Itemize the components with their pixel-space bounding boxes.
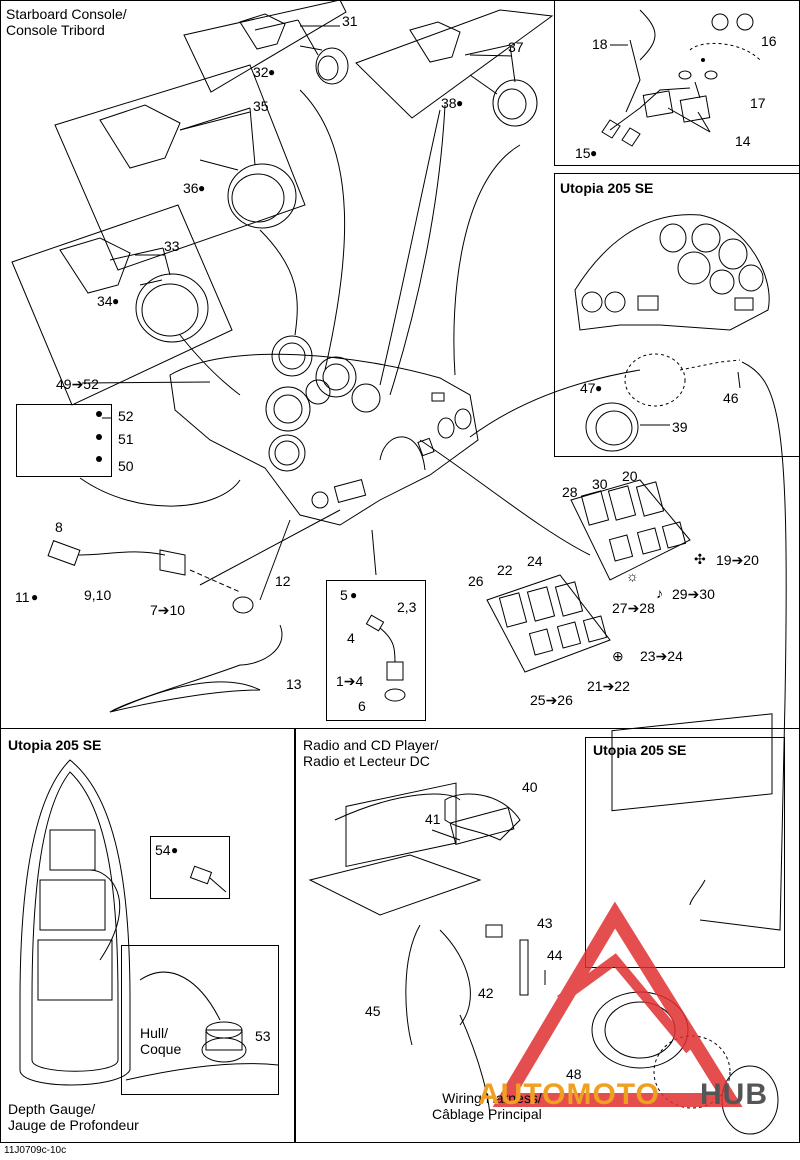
callout-24: 24 [527,553,543,569]
hull-label: Hull/ Coque [140,1025,181,1057]
bilge-icon: ⊕ [612,648,624,664]
callout-54: 54 [155,842,171,858]
gauge-35-panel [54,64,306,271]
drop-icon: ● [590,146,598,160]
callout-39: 39 [672,419,688,435]
callout-35: 35 [253,98,269,114]
callout-26: 26 [468,573,484,589]
callout-30: 30 [592,476,608,492]
fan-icon: ✣ [694,551,706,567]
wiring-harness-label-line1: Wiring Harness/ [442,1090,542,1106]
drop-icon: ● [171,843,179,857]
hull-box [121,945,279,1095]
drop-icon: ● [350,588,358,602]
header-title: Starboard Console/ Console Tribord [6,6,127,38]
hull-label-line1: Hull/ [140,1025,169,1041]
callout-21-22: 21➔22 [587,678,630,694]
callout-37: 37 [508,39,524,55]
callout-2-3: 2,3 [397,599,417,615]
callout-28: 28 [562,484,578,500]
drop-icon: ● [198,181,206,195]
callout-42: 42 [478,985,494,1001]
callout-12: 12 [275,573,291,589]
callout-51: 51 [118,431,134,447]
header-title-line1: Starboard Console/ [6,6,127,22]
callout-50: 50 [118,458,134,474]
callout-7-10: 7➔10 [150,602,186,618]
callout-41: 41 [425,811,441,827]
gauge-37-panel [355,9,554,119]
utopia-bottom-left-label: Utopia 205 SE [8,737,102,753]
callout-19-20: 19➔20 [716,552,759,568]
callout-49-52: 49➔52 [56,376,99,392]
callout-23-24: 23➔24 [640,648,683,664]
callout-17: 17 [750,95,766,111]
wiring-harness-label: Wiring Harness/ Câblage Principal [432,1090,542,1122]
radio-title-line2: Radio et Lecteur DC [303,753,430,769]
drawing-code: 11J0709c-10c [4,1145,67,1156]
callout-22: 22 [497,562,513,578]
callout-40: 40 [522,779,538,795]
depth-gauge-label: Depth Gauge/ Jauge de Profondeur [8,1101,139,1133]
gauge-31-panel [183,0,347,93]
music-icon: ♪ [656,585,663,601]
callout-5: 5 [340,587,348,603]
callout-27-28: 27➔28 [612,600,655,616]
depth-gauge-label-line1: Depth Gauge/ [8,1101,96,1117]
ignition-box [326,580,426,721]
callout-44: 44 [547,947,563,963]
callout-15: 15 [575,145,591,161]
gauge-33-panel [11,204,233,406]
wiring-harness-label-line2: Câblage Principal [432,1106,542,1122]
hull-label-line2: Coque [140,1041,182,1057]
callout-9-10: 9,10 [84,587,112,603]
utopia-top-label: Utopia 205 SE [560,180,654,196]
callout-11: 11 [15,589,30,605]
watermark-triangle [492,901,743,1107]
drop-icon: ● [112,294,120,308]
callout-53: 53 [255,1028,271,1044]
callout-52: 52 [118,408,134,424]
callout-38: 38 [441,95,457,111]
callout-36: 36 [183,180,199,196]
callout-48: 48 [566,1066,582,1082]
callout-43: 43 [537,915,553,931]
drop-icon: ● [31,590,39,604]
radio-title: Radio and CD Player/ Radio et Lecteur DC [303,737,438,769]
watermark-text-a: AUTOMOTO [478,1078,660,1111]
callout-16: 16 [761,33,777,49]
callout-20: 20 [622,468,638,484]
depth-sensor-box [150,836,230,899]
callout-45: 45 [365,1003,381,1019]
callout-1-4: 1➔4 [336,673,364,689]
drop-icon: ● [268,65,276,79]
callout-34: 34 [97,293,113,309]
callout-46: 46 [723,390,739,406]
callout-29-30: 29➔30 [672,586,715,602]
callout-32: 32 [253,64,269,80]
utopia-radio-box [585,737,785,968]
bottom-left-box [0,728,295,1143]
radio-title-line1: Radio and CD Player/ [303,737,439,753]
drop-icon: ● [595,381,603,395]
callout-13: 13 [286,676,302,692]
callout-33: 33 [164,238,180,254]
depth-gauge-label-line2: Jauge de Profondeur [8,1117,139,1133]
harness-detail-box [16,404,112,477]
watermark-text-b: HUB [700,1078,768,1111]
callout-8: 8 [55,519,63,535]
light-icon: ☼ [626,568,639,584]
callout-25-26: 25➔26 [530,692,573,708]
utopia-bottom-right-label: Utopia 205 SE [593,742,687,758]
header-title-line2: Console Tribord [6,22,105,38]
callout-18: 18 [592,36,608,52]
callout-47: 47 [580,380,596,396]
callout-6: 6 [358,698,366,714]
callout-31: 31 [342,13,358,29]
callout-4: 4 [347,630,355,646]
callout-14: 14 [735,133,751,149]
drop-icon: ● [456,96,464,110]
console-body [169,353,479,526]
